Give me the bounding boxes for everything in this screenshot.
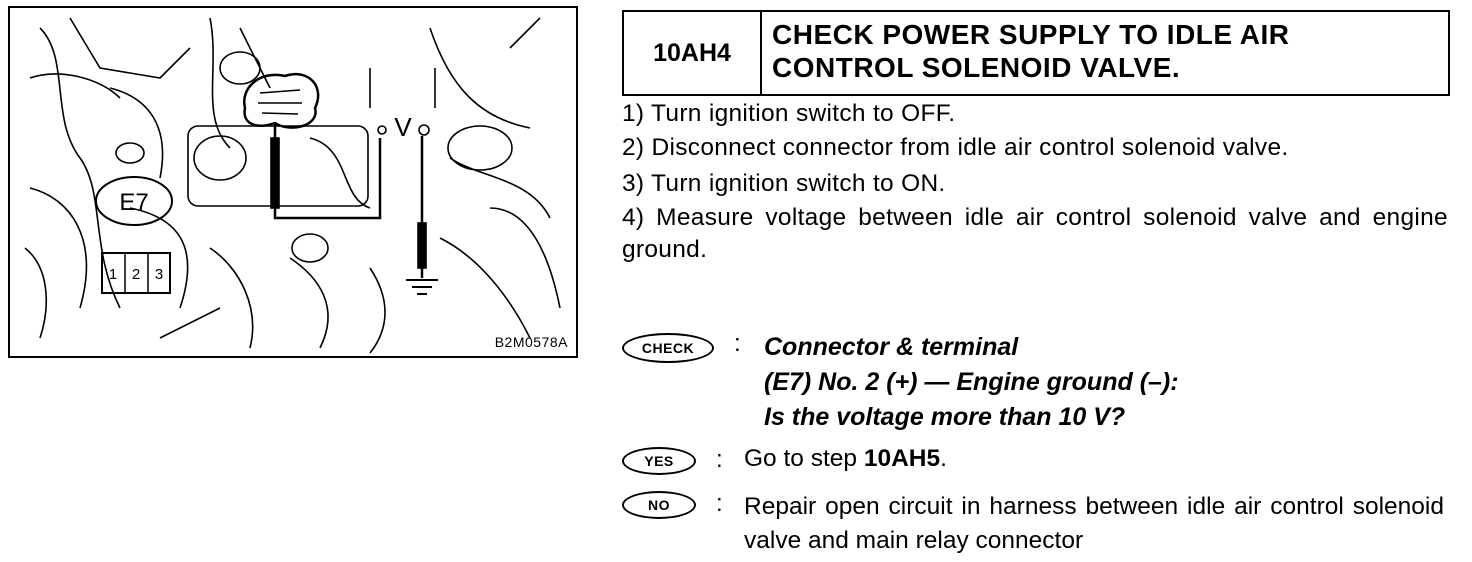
voltmeter-label: V xyxy=(394,112,412,142)
check-line-3: Is the voltage more than 10 V? xyxy=(764,403,1126,431)
engine-diagram: E7 1 2 3 V B2M0578A xyxy=(8,6,578,358)
step-id: 10AH4 xyxy=(624,12,762,94)
yes-action: Go to step 10AH5. xyxy=(744,445,947,473)
no-action: Repair open circuit in harness between i… xyxy=(744,493,1444,554)
no-colon: : xyxy=(716,490,723,517)
procedure-steps: 1) Turn ignition switch to OFF. 2) Disco… xyxy=(622,98,1448,268)
terminal-label-2: 2 xyxy=(132,266,140,283)
engine-illustration: E7 1 2 3 V xyxy=(24,17,561,354)
connector-label: E7 xyxy=(119,189,148,216)
yes-prefix: Go to step xyxy=(744,445,864,472)
yes-colon: : xyxy=(716,446,723,473)
yes-badge: YES xyxy=(622,447,696,475)
terminal-label-3: 3 xyxy=(155,266,163,283)
yes-suffix: . xyxy=(940,445,947,472)
terminal-label-1: 1 xyxy=(109,266,117,283)
step-1: 1) Turn ignition switch to OFF. xyxy=(622,100,956,127)
step-title: CHECK POWER SUPPLY TO IDLE AIR CONTROL S… xyxy=(772,19,1290,83)
no-badge: NO xyxy=(622,491,696,519)
figure-code: B2M0578A xyxy=(494,334,568,350)
check-line-1: Connector & terminal xyxy=(764,333,1019,361)
step-4: 4) Measure voltage between idle air cont… xyxy=(622,204,1448,263)
step-header: 10AH4 CHECK POWER SUPPLY TO IDLE AIR CON… xyxy=(622,10,1450,96)
check-badge: CHECK xyxy=(622,333,714,363)
check-colon: : xyxy=(734,330,741,357)
yes-target-step[interactable]: 10AH5 xyxy=(863,445,941,472)
step-2: 2) Disconnect connector from idle air co… xyxy=(622,134,1289,161)
step-3: 3) Turn ignition switch to ON. xyxy=(622,170,946,197)
check-line-2: (E7) No. 2 (+) — Engine ground (–): xyxy=(764,368,1179,396)
check-condition: Connector & terminal (E7) No. 2 (+) — En… xyxy=(764,330,1179,435)
